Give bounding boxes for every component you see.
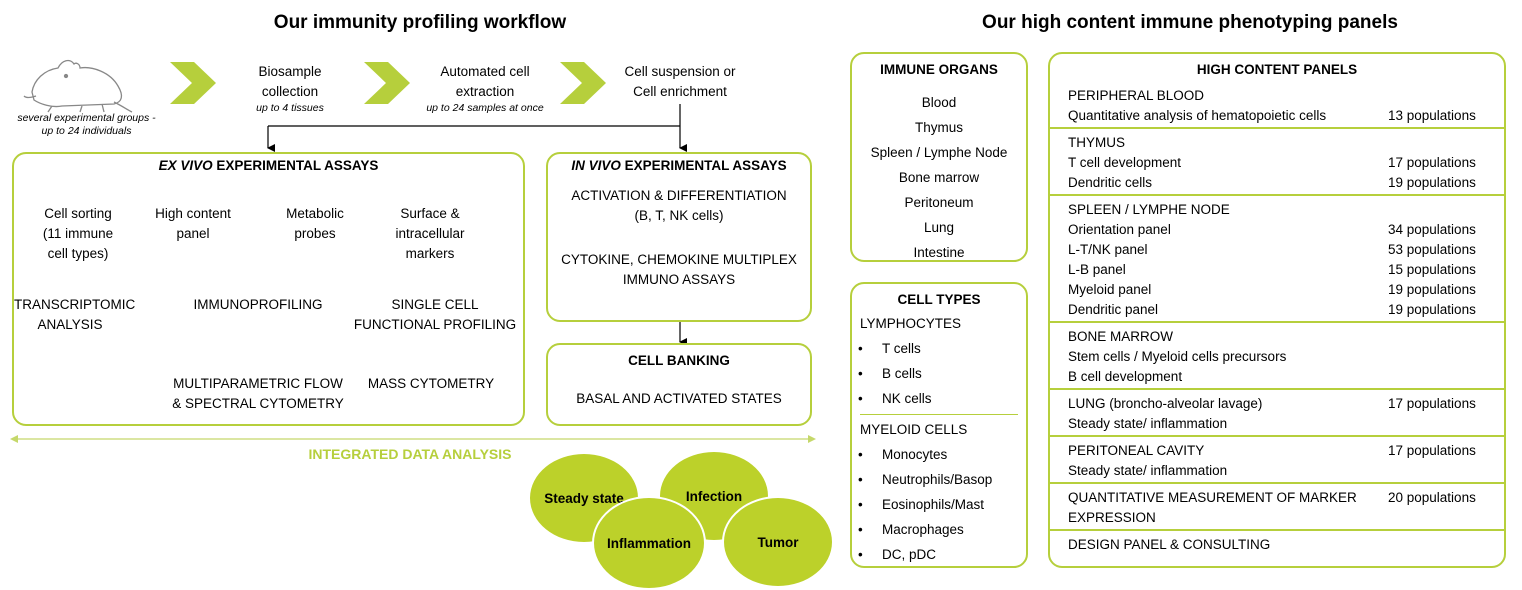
panel-row-label: Steady state/ inflammation xyxy=(1068,416,1228,431)
section-divider xyxy=(1050,435,1504,437)
high-content-title: HIGH CONTENT PANELS xyxy=(1196,62,1358,77)
panels-title: Our high content immune phenotyping pane… xyxy=(982,12,1398,33)
mouse-caption-line2: up to 24 individuals xyxy=(41,125,132,137)
panel-row-populations: 17 populations xyxy=(1388,396,1476,411)
mouse-icon xyxy=(23,59,133,113)
multiparametric-cytometry: MULTIPARAMETRIC FLOW& SPECTRAL CYTOMETRY xyxy=(172,376,344,411)
organ-item: Thymus xyxy=(914,120,963,135)
organ-item: Peritoneum xyxy=(904,195,974,210)
ex-vivo-title: EX VIVO EXPERIMENTAL ASSAYS xyxy=(158,158,379,173)
workflow-title: Our immunity profiling workflow xyxy=(273,12,567,33)
panel-row-label: B cell development xyxy=(1068,369,1183,384)
organ-item: Spleen / Lymphe Node xyxy=(870,145,1008,160)
myeloid-title: MYELOID CELLS xyxy=(860,422,968,437)
panel-row-label: L-T/NK panel xyxy=(1068,242,1148,257)
cell-banking-box: CELL BANKING BASAL AND ACTIVATED STATES xyxy=(546,343,812,426)
section-divider xyxy=(1050,482,1504,484)
organ-item: Blood xyxy=(921,95,957,110)
panel-row-populations: 19 populations xyxy=(1388,175,1476,190)
mouse-caption-line1: several experimental groups - xyxy=(17,112,156,124)
organ-item: Lung xyxy=(923,220,955,235)
panel-row-label: T cell development xyxy=(1068,155,1182,170)
state-inflammation: Inflammation xyxy=(592,496,706,590)
panel-section-title: PERIPHERAL BLOOD xyxy=(1068,88,1205,103)
chevron-right-icon xyxy=(560,62,606,104)
panel-row-label: Myeloid panel xyxy=(1068,282,1152,297)
cell-banking-title: CELL BANKING xyxy=(628,353,730,368)
panel-row-populations: 17 populations xyxy=(1388,155,1476,170)
cell-banking-text: BASAL AND ACTIVATED STATES xyxy=(576,391,782,406)
lymphocytes-title: LYMPHOCYTES xyxy=(860,316,962,331)
step-extraction: Automated cell extraction up to 24 sampl… xyxy=(426,64,544,114)
organ-item: Intestine xyxy=(913,245,965,260)
panel-row-populations: 19 populations xyxy=(1388,282,1476,297)
high-content-panels-box: HIGH CONTENT PANELS PERIPHERAL BLOOD Quan… xyxy=(1048,52,1506,568)
panel-row-populations: 13 populations xyxy=(1388,108,1476,123)
mass-cytometry: MASS CYTOMETRY xyxy=(367,376,495,391)
organ-item: Bone marrow xyxy=(898,170,980,185)
panel-row-label: L-B panel xyxy=(1068,262,1126,277)
panel-section-title: SPLEEN / LYMPHE NODE xyxy=(1068,202,1230,217)
panel-row-populations: 15 populations xyxy=(1388,262,1476,277)
section-divider xyxy=(1050,388,1504,390)
chevron-right-icon xyxy=(364,62,410,104)
panel-row-label: EXPRESSION xyxy=(1068,510,1156,525)
panel-row-label: Stem cells / Myeloid cells precursors xyxy=(1068,349,1287,364)
panel-section-title: DESIGN PANEL & CONSULTING xyxy=(1068,537,1271,552)
panel-row-populations: 17 populations xyxy=(1388,443,1476,458)
panel-row-label: Dendritic cells xyxy=(1068,175,1153,190)
panel-row-label: Steady state/ inflammation xyxy=(1068,463,1228,478)
section-divider xyxy=(1050,194,1504,196)
in-vivo-title: IN VIVO EXPERIMENTAL ASSAYS xyxy=(571,158,787,173)
cell-types-box: CELL TYPES LYMPHOCYTES •T cells •B cells… xyxy=(850,282,1028,568)
cell-types-title: CELL TYPES xyxy=(897,292,981,307)
section-divider xyxy=(1050,321,1504,323)
panel-section-title: THYMUS xyxy=(1068,135,1125,150)
panel-row-label: Quantitative analysis of hematopoietic c… xyxy=(1068,108,1327,123)
integrated-data-analysis: INTEGRATED DATA ANALYSIS xyxy=(308,446,512,462)
panel-row-populations: 34 populations xyxy=(1388,222,1476,237)
panel-row-label: Dendritic panel xyxy=(1068,302,1159,317)
step-cell-suspension: Cell suspension or Cell enrichment xyxy=(624,64,736,99)
panel-section-title: QUANTITATIVE MEASUREMENT OF MARKER xyxy=(1068,490,1357,505)
in-vivo-box: IN VIVO EXPERIMENTAL ASSAYS ACTIVATION &… xyxy=(546,152,812,322)
panel-section-title: BONE MARROW xyxy=(1068,329,1174,344)
section-divider xyxy=(1050,127,1504,129)
immune-organs-box: IMMUNE ORGANS Blood Thymus Spleen / Lymp… xyxy=(850,52,1028,262)
panel-row-label: Orientation panel xyxy=(1068,222,1171,237)
divider xyxy=(860,414,1018,415)
panel-row-populations: 20 populations xyxy=(1388,490,1476,505)
panel-section-title: PERITONEAL CAVITY xyxy=(1068,443,1205,458)
section-divider xyxy=(1050,529,1504,531)
panel-row-populations: 53 populations xyxy=(1388,242,1476,257)
ex-vivo-box: EX VIVO EXPERIMENTAL ASSAYS xyxy=(12,152,525,426)
activation-differentiation: ACTIVATION & DIFFERENTIATION(B, T, NK ce… xyxy=(571,188,787,223)
state-tumor: Tumor xyxy=(722,496,834,588)
chevron-right-icon xyxy=(170,62,216,104)
step-biosample: Biosample collection up to 4 tissues xyxy=(256,64,324,114)
panel-section-title: LUNG (broncho-alveolar lavage) xyxy=(1068,396,1263,411)
double-arrow-icon xyxy=(10,435,816,443)
immunoprofiling: IMMUNOPROFILING xyxy=(193,297,323,312)
organ-list: Blood Thymus Spleen / Lymphe Node Bone m… xyxy=(852,90,1026,265)
immune-organs-title: IMMUNE ORGANS xyxy=(880,62,998,77)
panel-row-populations: 19 populations xyxy=(1388,302,1476,317)
